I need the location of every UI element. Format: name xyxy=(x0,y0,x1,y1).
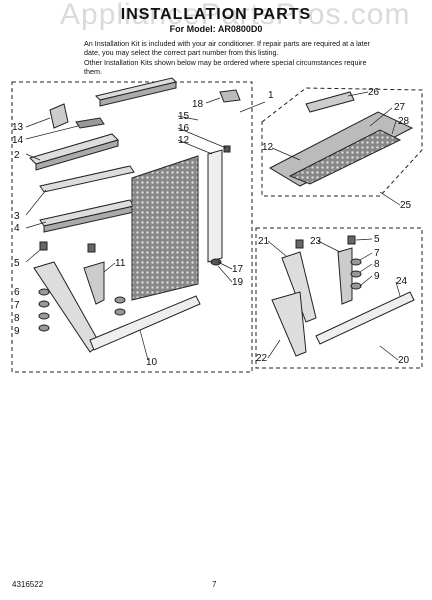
support-bar-part-24 xyxy=(315,291,415,345)
callout-5: 5 xyxy=(14,258,20,269)
callout-7-lower: 7 xyxy=(374,248,380,259)
lower-kit-border xyxy=(255,227,423,369)
callout-9: 9 xyxy=(14,326,20,337)
washer-part xyxy=(38,288,50,296)
top-rail-side xyxy=(99,81,177,107)
callout-2: 2 xyxy=(14,150,20,161)
callout-17: 17 xyxy=(232,264,244,275)
bracket-part xyxy=(49,103,69,129)
screw-part xyxy=(223,145,231,153)
watermark: AppliancePartsPros.com xyxy=(60,0,411,31)
washer-part xyxy=(350,282,362,290)
washer-part xyxy=(38,300,50,308)
intro-paragraph-1: An Installation Kit is included with you… xyxy=(84,39,371,57)
screw-part xyxy=(39,241,48,251)
washer-part xyxy=(38,312,50,320)
callout-18: 18 xyxy=(192,99,204,110)
sill-rail-part xyxy=(39,165,135,193)
vertical-rail-part xyxy=(207,149,223,263)
callout-12-upper: 12 xyxy=(262,142,274,153)
callout-7: 7 xyxy=(14,300,20,311)
callout-22: 22 xyxy=(256,353,268,364)
washer-part xyxy=(350,258,362,266)
main-kit-border xyxy=(11,81,253,373)
screw-part xyxy=(87,243,96,253)
bracket-part-11 xyxy=(83,261,105,305)
callout-27: 27 xyxy=(394,102,406,113)
model-subtitle: For Model: AR0800D0 xyxy=(169,24,263,34)
callout-10: 10 xyxy=(146,357,158,368)
foam-part xyxy=(219,89,241,103)
callout-15: 15 xyxy=(178,111,190,122)
callout-4: 4 xyxy=(14,223,20,234)
callout-3: 3 xyxy=(14,211,20,222)
callout-8: 8 xyxy=(14,313,20,324)
page-title: INSTALLATION PARTS xyxy=(120,6,312,23)
footer-part-number: 4316522 xyxy=(12,580,44,589)
callout-11: 11 xyxy=(115,258,126,269)
callout-25: 25 xyxy=(400,200,412,211)
callout-26: 26 xyxy=(368,87,380,98)
support-bar-part xyxy=(89,295,201,351)
tray-grid-part xyxy=(288,129,402,185)
callout-28: 28 xyxy=(398,116,410,127)
callout-13: 13 xyxy=(12,122,24,133)
clip-part xyxy=(75,117,105,129)
callout-14: 14 xyxy=(12,135,24,146)
callout-24: 24 xyxy=(396,276,408,287)
curtain-panel-part xyxy=(131,155,199,301)
intro-paragraph-2: Other Installation Kits shown below may … xyxy=(84,58,367,76)
side-rail-part-side xyxy=(35,139,119,171)
callout-21: 21 xyxy=(258,236,270,247)
bracket-part-23 xyxy=(337,247,353,305)
callout-12: 12 xyxy=(178,135,190,146)
washer-part xyxy=(114,308,126,316)
support-leg-part-22 xyxy=(271,291,307,357)
callout-16: 16 xyxy=(178,123,190,134)
screw-part xyxy=(347,235,356,245)
callout-20: 20 xyxy=(398,355,410,366)
callout-8-lower: 8 xyxy=(374,259,380,270)
footer-page-number: 7 xyxy=(212,580,217,589)
callout-5-lower: 5 xyxy=(374,234,380,245)
screw-part xyxy=(295,239,304,249)
callout-19: 19 xyxy=(232,277,244,288)
upper-kit-border xyxy=(261,87,423,197)
washer-part xyxy=(350,270,362,278)
tray-part xyxy=(268,111,414,187)
callout-9-lower: 9 xyxy=(374,271,380,282)
callout-6: 6 xyxy=(14,287,20,298)
nut-part xyxy=(210,258,222,266)
washer-part xyxy=(114,296,126,304)
washer-part xyxy=(38,324,50,332)
callout-23: 23 xyxy=(310,236,322,247)
seal-part xyxy=(305,91,355,113)
callout-1: 1 xyxy=(268,90,274,101)
